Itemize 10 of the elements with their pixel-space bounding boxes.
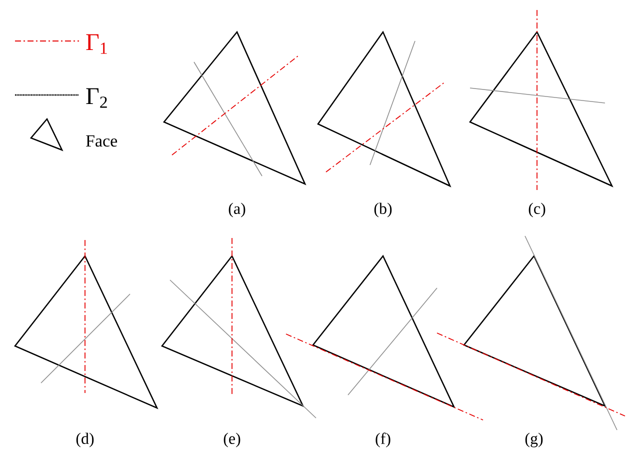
legend-label: Γ$_{1}$: [86, 34, 107, 54]
panel-label: (e): [224, 432, 240, 448]
panel-label: (g): [525, 432, 543, 448]
legend-label: Γ$_{2}$: [86, 88, 107, 108]
panel-label: (b): [374, 202, 392, 218]
panel-label: (a): [228, 202, 246, 218]
panel-label: (f): [376, 432, 390, 448]
panel-label: (c): [528, 202, 546, 218]
panel-label: (d): [76, 432, 94, 448]
legend-label: Face: [86, 135, 118, 147]
